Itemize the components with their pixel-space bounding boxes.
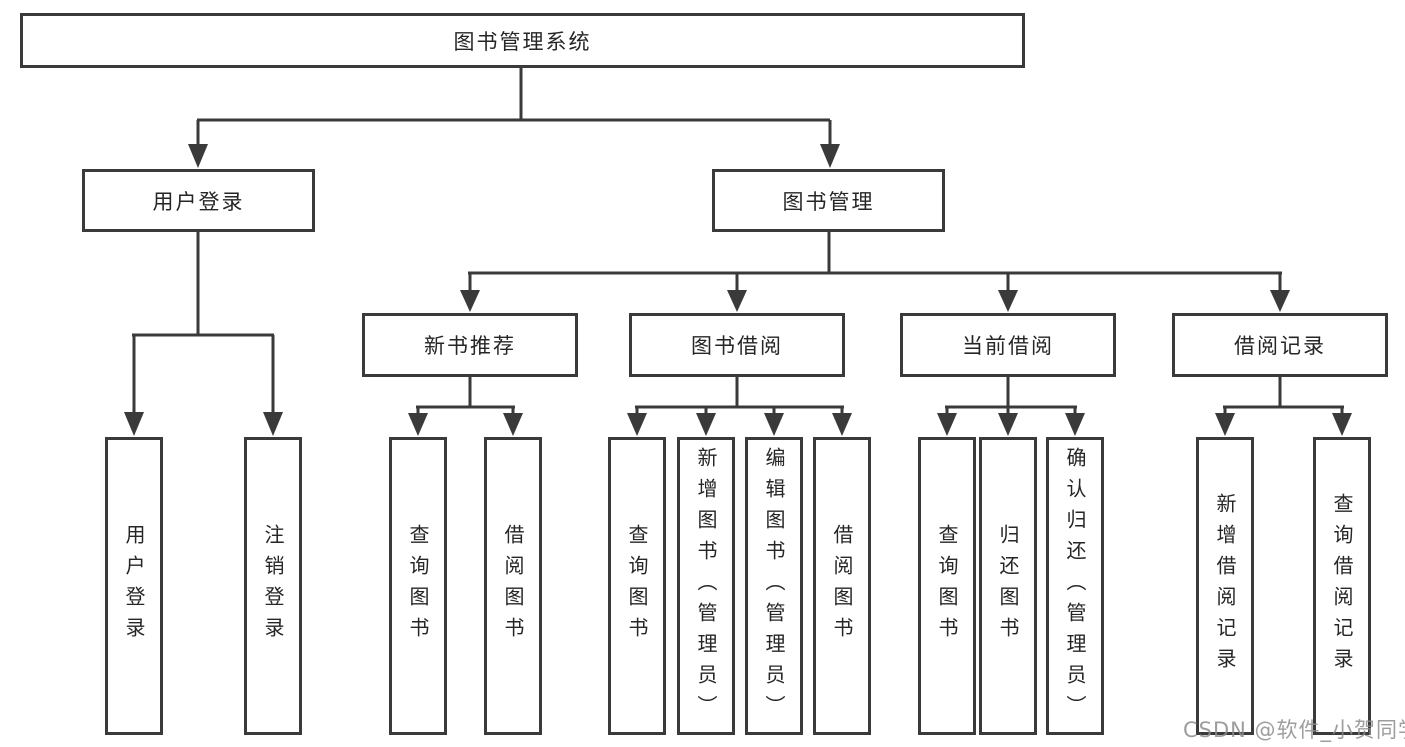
node-library-management-system: 图书管理系统 bbox=[20, 13, 1025, 68]
node-label: 查询图书 bbox=[406, 524, 430, 648]
leaf-borrow-books-recommend: 借阅图书 bbox=[484, 437, 542, 735]
leaf-query-books-current: 查询图书 bbox=[918, 437, 976, 735]
node-label: 当前借阅 bbox=[962, 334, 1054, 358]
node-current-borrowing: 当前借阅 bbox=[900, 313, 1116, 377]
node-book-management: 图书管理 bbox=[712, 169, 945, 232]
node-label: 用户登录 bbox=[122, 524, 146, 648]
leaf-query-borrow-record: 查询借阅记录 bbox=[1313, 437, 1371, 735]
node-label: 借阅记录 bbox=[1234, 334, 1326, 358]
leaf-edit-book-admin: 编辑图书（管理员） bbox=[745, 437, 803, 735]
csdn-watermark: CSDN @软件_小贺同学 bbox=[1183, 718, 1405, 742]
node-borrowing-records: 借阅记录 bbox=[1172, 313, 1388, 377]
node-label: 用户登录 bbox=[152, 189, 245, 214]
node-label: 新增借阅记录 bbox=[1213, 493, 1237, 679]
node-new-book-recommendation: 新书推荐 bbox=[362, 313, 578, 377]
leaf-logout: 注销登录 bbox=[244, 437, 302, 735]
node-label: 图书管理系统 bbox=[453, 29, 592, 54]
node-user-login: 用户登录 bbox=[82, 169, 315, 232]
arrowheads bbox=[124, 144, 1352, 436]
node-label: 新书推荐 bbox=[424, 334, 516, 358]
node-label: 查询借阅记录 bbox=[1330, 493, 1354, 679]
leaf-user-login: 用户登录 bbox=[105, 437, 163, 735]
node-label: 注销登录 bbox=[261, 524, 285, 648]
leaf-query-books-borrowing: 查询图书 bbox=[608, 437, 666, 735]
leaf-add-borrow-record: 新增借阅记录 bbox=[1196, 437, 1254, 735]
leaf-confirm-return-admin: 确认归还（管理员） bbox=[1046, 437, 1104, 735]
node-label: 查询图书 bbox=[625, 524, 649, 648]
node-label: 查询图书 bbox=[935, 524, 959, 648]
leaf-borrow-books-borrowing: 借阅图书 bbox=[813, 437, 871, 735]
node-label: 归还图书 bbox=[996, 524, 1020, 648]
node-label: 借阅图书 bbox=[830, 524, 854, 648]
leaf-query-books-recommend: 查询图书 bbox=[389, 437, 447, 735]
leaf-add-book-admin: 新增图书（管理员） bbox=[677, 437, 735, 735]
node-book-borrowing: 图书借阅 bbox=[629, 313, 845, 377]
node-label: 编辑图书（管理员） bbox=[762, 446, 786, 726]
node-label: 新增图书（管理员） bbox=[694, 446, 718, 726]
node-label: 确认归还（管理员） bbox=[1063, 446, 1087, 726]
node-label: 图书借阅 bbox=[691, 334, 783, 358]
leaf-return-book: 归还图书 bbox=[979, 437, 1037, 735]
node-label: 借阅图书 bbox=[501, 524, 525, 648]
node-label: 图书管理 bbox=[782, 189, 875, 214]
